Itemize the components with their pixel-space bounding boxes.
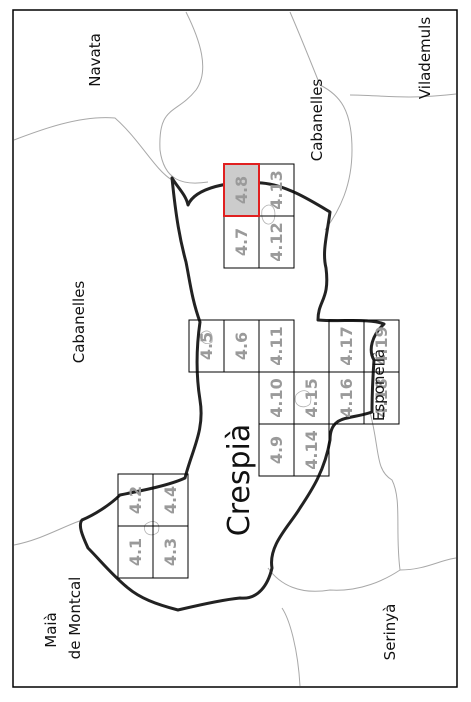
map-tile-4-17[interactable]: 4.17 [328,319,365,373]
tile-label: 4.5 [197,332,216,360]
tile-label: 4.3 [161,538,180,566]
tile-label: 4.1 [126,538,145,566]
tile-rect[interactable] [363,319,400,373]
tile-rect[interactable] [152,473,189,527]
tile-label: 4.19 [372,326,391,365]
neighbor-boundaries [13,11,457,687]
label-cabanelles-north: Cabanelles [308,79,326,162]
label-serinya: Serinyà [381,604,399,661]
map-frame [12,9,458,688]
map-tile-4-19[interactable]: 4.19 [363,319,400,373]
map-tile-4-9[interactable]: 4.9 [258,423,295,477]
map-tile-4-5[interactable]: 4.5 [188,319,225,373]
label-navata: Navata [86,33,104,87]
map-tile-4-11[interactable]: 4.11 [258,319,295,373]
tile-label: 4.13 [267,170,286,209]
map-tile-4-7[interactable]: 4.7 [223,215,260,269]
label-esponella: Esponellà [370,349,388,421]
tile-label: 4.11 [267,326,286,365]
tile-rect[interactable] [258,319,295,373]
tile-label: 4.9 [267,436,286,464]
map-tile-4-8[interactable]: 4.8 [223,163,260,217]
map-tile-4-2[interactable]: 4.2 [117,473,154,527]
label-maia-line2: de Montcal [66,577,84,660]
boundary-navata-west [13,117,173,181]
interior-features [144,204,312,536]
map-tile-4-10[interactable]: 4.10 [258,371,295,425]
tile-label: 4.8 [232,176,251,204]
map-tile-4-1[interactable]: 4.1 [117,525,154,579]
tile-label: 4.12 [267,222,286,261]
map-tile-4-4[interactable]: 4.4 [152,473,189,527]
boundary-navata-cabanelles [159,11,209,184]
tile-rect[interactable] [223,163,260,217]
map-tile-4-3[interactable]: 4.3 [152,525,189,579]
label-maia-line1: Maià [42,612,60,648]
label-cabanelles-west: Cabanelles [70,281,88,364]
boundary-vilademuls [349,93,457,98]
tile-label: 4.15 [302,378,321,417]
map-tile-4-12[interactable]: 4.12 [258,215,295,269]
boundary-maia-north [13,519,83,546]
tile-label: 4.18 [372,378,391,417]
municipal-boundary [78,176,386,612]
feature-1 [199,330,213,344]
label-municipality: Crespià [222,424,257,536]
tiles-layer: 4.1 4.2 4.3 4.4 4.5 4.6 4.7 4.8 4.9 4.10 4.11 4.12 4… [117,163,400,579]
tile-label: 4.10 [267,378,286,417]
map-tile-4-16[interactable]: 4.16 [328,371,365,425]
tile-label: 4.6 [232,332,251,360]
map-tile-4-6[interactable]: 4.6 [223,319,260,373]
tile-label: 4.2 [126,486,145,514]
feature-3 [294,390,312,408]
map-tile-4-14[interactable]: 4.14 [293,423,330,477]
boundary-cabanelles-east [289,11,353,231]
selected-tile-outline [223,163,260,217]
map-tile-4-13[interactable]: 4.13 [258,163,295,217]
feature-2 [261,204,276,225]
tile-label: 4.7 [232,228,251,256]
feature-4 [144,521,160,536]
tile-label: 4.4 [161,486,180,514]
tile-label: 4.16 [337,378,356,417]
label-vilademuls: Vilademuls [416,17,434,99]
tile-label: 4.14 [302,430,321,469]
boundary-esponella [369,411,401,571]
boundary-serinya-north [267,557,457,592]
map-tile-4-15[interactable]: 4.15 [293,371,330,425]
tile-label: 4.17 [337,326,356,365]
boundary-serinya-west [281,607,301,687]
